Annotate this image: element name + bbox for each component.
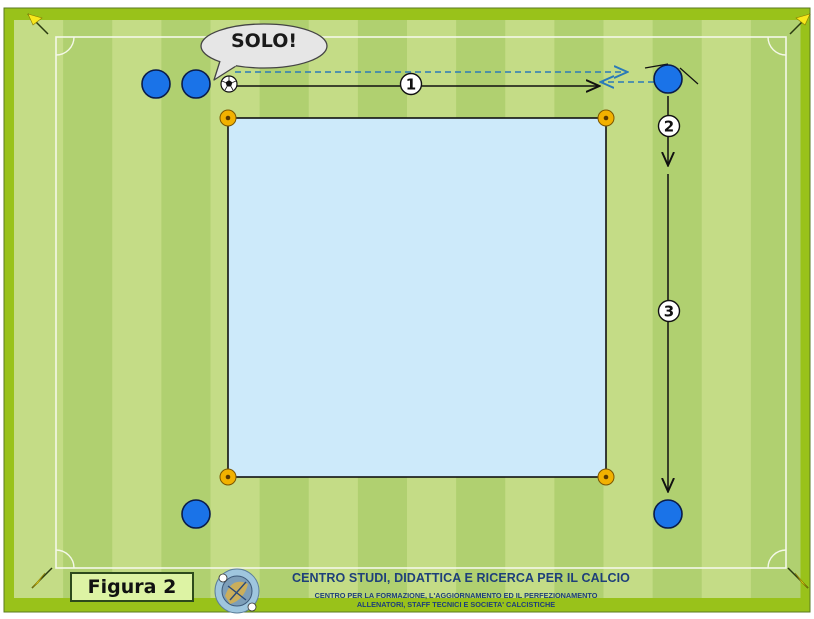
organization-subtitle-line: ALLENATORI, STAFF TECNICI E SOCIETA' CAL… [270,600,642,609]
pitch-stripe [604,20,654,598]
player-icon [654,500,682,528]
step-badge-3: 3 [659,301,680,322]
organization-title: CENTRO STUDI, DIDATTICA E RICERCA PER IL… [276,571,646,585]
pitch-stripe [112,20,162,598]
figure-label: Figura 2 [70,572,194,602]
cone-marker-icon [220,469,236,485]
step-badge-2: 2 [659,116,680,137]
player-icon [142,70,170,98]
player-icon [654,65,682,93]
player-icon [182,70,210,98]
step-badge-1: 1 [401,74,422,95]
cone-marker-icon [598,469,614,485]
organization-subtitle-line: CENTRO PER LA FORMAZIONE, L'AGGIORNAMENT… [270,591,642,600]
training-square [228,118,606,477]
step-label: 2 [664,118,674,136]
cone-marker-icon [598,110,614,126]
cone-marker-icon [220,110,236,126]
pitch-stripe [63,20,113,598]
pitch-stripe [702,20,752,598]
step-label: 1 [406,76,416,94]
soccer-ball-icon [221,76,237,92]
organization-logo [212,566,262,616]
player-icon [182,500,210,528]
organization-subtitle: CENTRO PER LA FORMAZIONE, L'AGGIORNAMENT… [270,591,642,609]
pitch-stripe [751,20,801,598]
step-label: 3 [664,303,674,321]
speech-bubble-text: SOLO! [202,30,326,52]
